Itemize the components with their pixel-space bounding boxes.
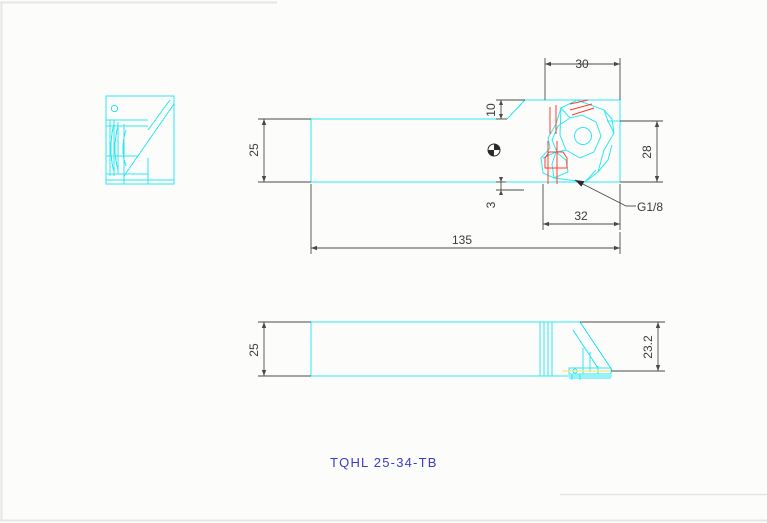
dimension-lines-side-view	[258, 321, 665, 377]
dim-step-lower: 3	[484, 201, 498, 208]
annotation-coolant-thread: G1/8	[637, 200, 663, 214]
dim-step-upper: 10	[484, 103, 498, 117]
dim-insert-offset: 32	[574, 209, 588, 223]
dim-shank-height-top: 25	[247, 143, 261, 157]
dimension-lines-top-view	[258, 58, 663, 254]
top-view-head-detail	[540, 99, 615, 183]
drawing-title: TQHL 25-34-TB	[330, 455, 438, 470]
top-view-geometry	[310, 99, 621, 183]
dim-shank-height-side: 25	[247, 343, 261, 357]
center-target-symbol	[487, 143, 501, 157]
dim-head-width: 30	[575, 57, 589, 71]
dim-head-height: 28	[640, 145, 654, 159]
end-view-geometry	[105, 95, 175, 185]
coolant-channel-lines	[544, 99, 595, 184]
dim-head-height-side: 23.2	[641, 335, 655, 359]
dim-total-length: 135	[452, 233, 472, 247]
